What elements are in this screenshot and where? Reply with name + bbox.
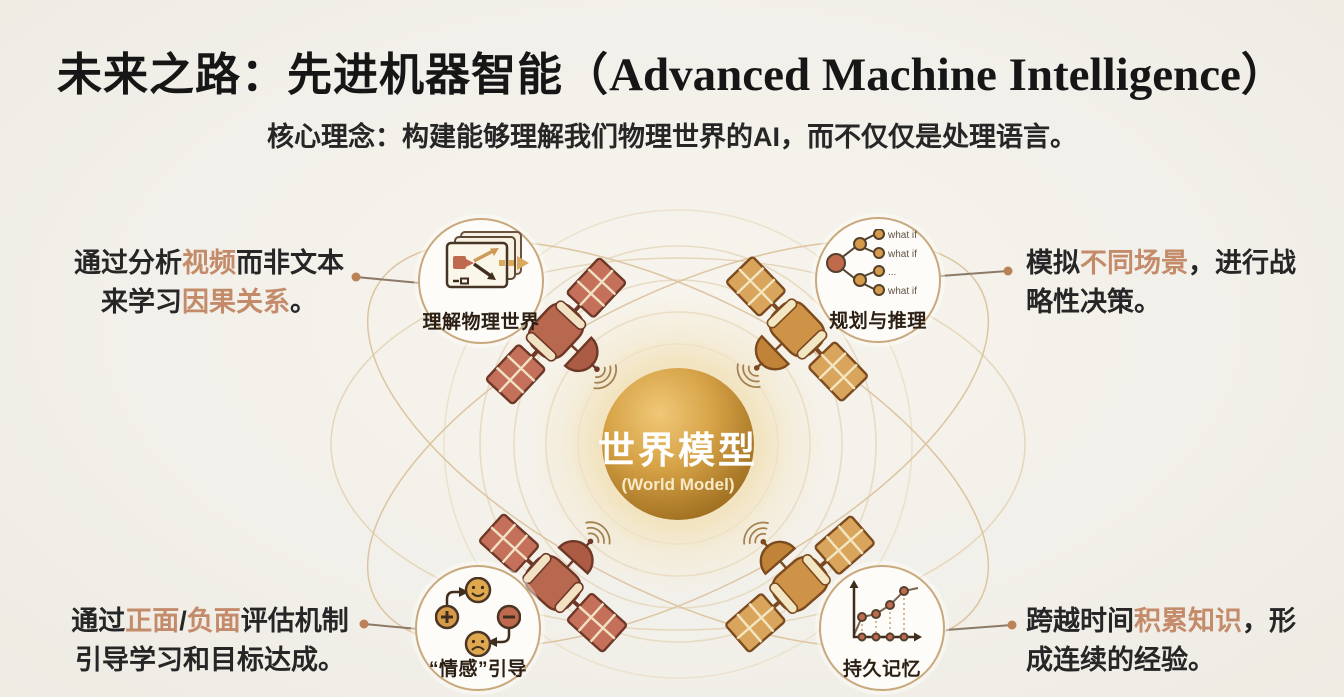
connector-lines [355, 270, 1013, 631]
connector-dots [351, 266, 1017, 630]
what-if-label-4: what if [887, 286, 917, 297]
badge-label: 规划与推理 [829, 311, 927, 332]
badge-persistent-memory: 持久记忆 [819, 565, 945, 691]
badge-emotion-guidance: “情感”引导 [415, 565, 541, 691]
what-if-tree-icon: what if what if ... what if [817, 229, 939, 301]
what-if-label-3: ... [888, 267, 896, 278]
subtitle: 核心理念：构建能够理解我们物理世界的AI，而不仅仅是处理语言。 [267, 122, 1077, 152]
world-model-label: 世界模型 (World Model) [558, 420, 798, 495]
title-chinese: 未来之路：先进机器智能 [57, 49, 564, 100]
badge-understand-physical-world: 理解物理世界 [418, 218, 544, 344]
memory-chart-icon [821, 577, 943, 649]
world-model-label-en: (World Model) [621, 475, 735, 494]
note-bottom-right: 跨越时间积累知识，形 成连续的经验。 [1026, 602, 1316, 680]
what-if-label-2: what if [887, 249, 917, 260]
world-model-label-cn: 世界模型 [598, 430, 758, 471]
title-english: Advanced Machine Intelligence [609, 49, 1241, 101]
note-top-right: 模拟不同场景，进行战 略性决策。 [1026, 244, 1312, 322]
what-if-label-1: what if [887, 230, 917, 241]
note-line: 略性决策。 [1026, 287, 1161, 317]
badge-label: 持久记忆 [842, 659, 921, 680]
note-line: 通过分析视频而非文本 [74, 248, 344, 278]
world-model-sphere [602, 368, 754, 520]
note-bottom-left: 通过正面/负面评估机制 引导学习和目标达成。 [60, 602, 360, 680]
note-line: 模拟不同场景，进行战 [1026, 248, 1296, 278]
badge-label: “情感”引导 [428, 659, 527, 680]
note-line: 引导学习和目标达成。 [75, 645, 345, 675]
emotion-cycle-icon [417, 577, 539, 657]
note-line: 来学习因果关系。 [101, 287, 317, 317]
badge-planning-reasoning: what if what if ... what if 规划与推理 [815, 217, 941, 343]
page-title: 未来之路：先进机器智能（Advanced Machine Intelligenc… [0, 38, 1344, 103]
note-line: 通过正面/负面评估机制 [71, 606, 349, 636]
title-paren-open: （ [563, 49, 610, 100]
video-frames-icon [420, 230, 542, 302]
badge-label: 理解物理世界 [422, 312, 540, 333]
note-line: 成连续的经验。 [1026, 645, 1215, 675]
title-paren-close: ） [1240, 49, 1287, 100]
note-top-left: 通过分析视频而非文本 来学习因果关系。 [64, 244, 354, 322]
note-line: 跨越时间积累知识，形 [1026, 606, 1296, 636]
